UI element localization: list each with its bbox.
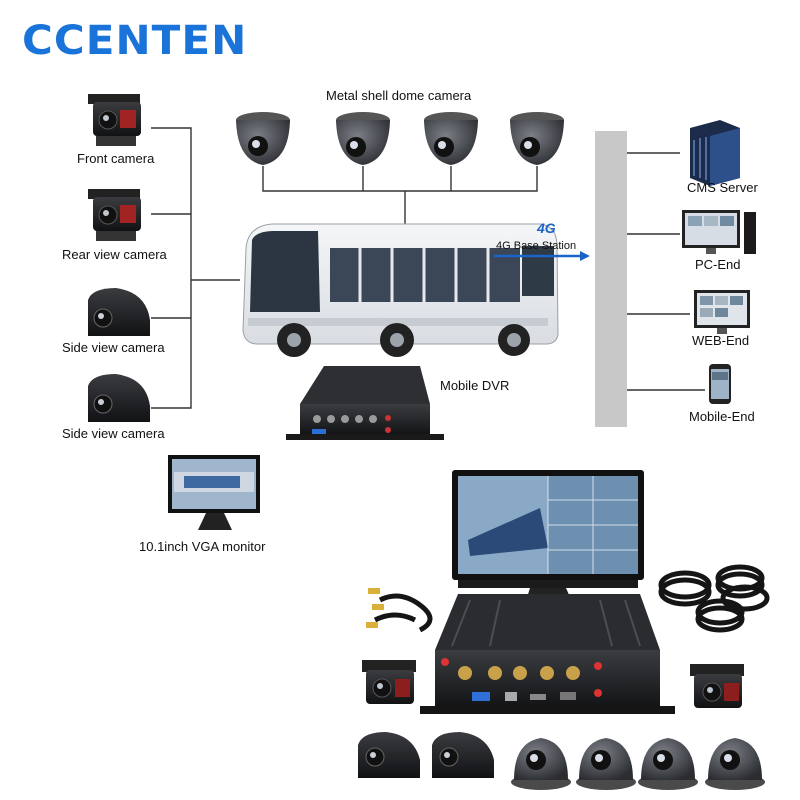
label-vga-monitor: 10.1inch VGA monitor [139, 539, 266, 554]
label-cms-server: CMS Server [687, 180, 758, 195]
badge-4g: 4G [537, 220, 556, 236]
kit-box-camera-right [690, 664, 744, 708]
dome-camera-3 [424, 112, 478, 165]
brand-logo: CCENTEN [22, 18, 248, 64]
phone-icon [709, 364, 731, 404]
pc-icon [682, 210, 756, 254]
rca-connectors [366, 588, 384, 628]
side-camera-icon-2 [88, 374, 150, 422]
kit-side-camera-2 [432, 732, 494, 778]
label-side-view-camera-2: Side view camera [62, 426, 165, 441]
dome-wiring [262, 166, 538, 232]
label-side-view-camera-1: Side view camera [62, 340, 165, 355]
label-rear-view-camera: Rear view camera [62, 247, 167, 262]
server-icon [690, 120, 740, 186]
label-mobile-end: Mobile-End [689, 409, 755, 424]
kit-dome-camera-4 [705, 738, 765, 790]
label-4g-base-station: 4G Base Station [496, 240, 577, 252]
kit-monitor-image [452, 470, 644, 620]
vga-monitor-image [168, 455, 260, 530]
kit-side-camera-1 [358, 732, 420, 778]
dome-camera-2 [336, 112, 390, 165]
dome-camera-4 [510, 112, 564, 165]
label-front-camera: Front camera [77, 151, 155, 166]
left-camera-wiring [151, 127, 240, 409]
side-camera-icon-1 [88, 288, 150, 336]
kit-dome-camera-1 [511, 738, 571, 790]
network-backbone [595, 131, 627, 427]
base-station-arrow [494, 251, 590, 261]
label-pc-end: PC-End [695, 257, 741, 272]
kit-box-camera-left [362, 660, 416, 704]
dome-camera-title: Metal shell dome camera [326, 88, 472, 103]
dome-camera-1 [236, 112, 290, 165]
label-mobile-dvr: Mobile DVR [440, 378, 510, 393]
mobile-dvr-image [286, 366, 444, 440]
web-monitor-icon [694, 290, 750, 334]
kit-dvr-image [420, 594, 675, 714]
kit-cables-image [373, 564, 770, 633]
kit-dome-camera-2 [576, 738, 636, 790]
rear-camera-icon [88, 189, 141, 241]
front-camera-icon [88, 94, 141, 146]
label-web-end: WEB-End [692, 333, 750, 348]
kit-dome-camera-3 [638, 738, 698, 790]
